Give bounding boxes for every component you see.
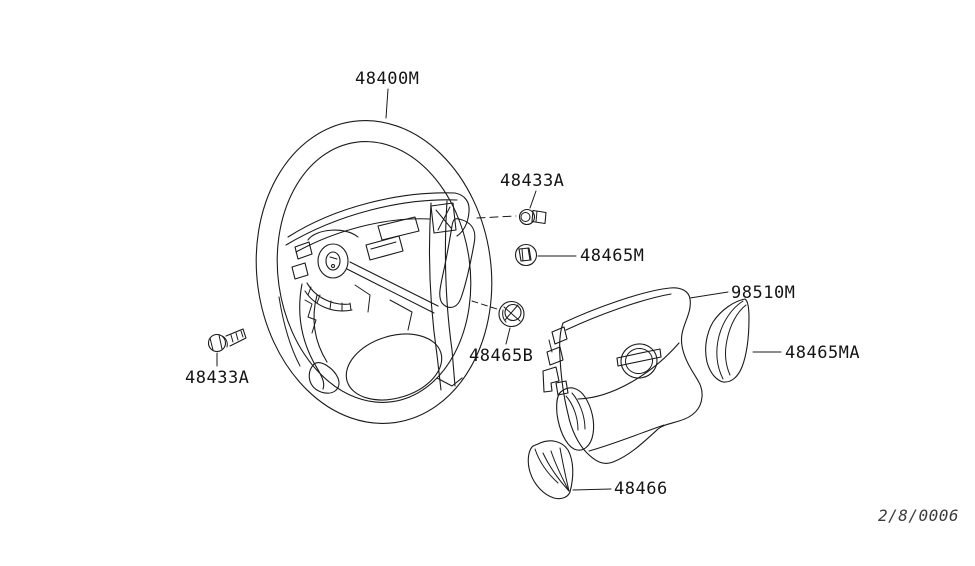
label-bolt-lower: 48433A	[185, 368, 249, 388]
airbag-module-drawing	[542, 287, 703, 464]
side-lid-drawing	[705, 298, 750, 383]
label-nut-lower: 48465B	[469, 346, 533, 366]
label-bottom-lid: 48466	[614, 479, 668, 499]
label-steering-wheel: 48400M	[355, 69, 419, 89]
label-side-lid: 48465MA	[785, 343, 860, 363]
drawing-code: 2/8/0006	[878, 506, 959, 525]
nut-lower-icon	[498, 300, 525, 328]
nissan-logo-icon	[616, 343, 662, 379]
bottom-lid-drawing	[527, 440, 574, 500]
leader-lines	[216, 88, 782, 491]
hex-bolt-lower-icon	[207, 328, 247, 353]
label-nut-upper: 48465M	[580, 246, 644, 266]
steering-wheel-drawing	[255, 120, 493, 424]
label-bolt-upper: 48433A	[500, 171, 564, 191]
label-airbag-module: 98510M	[731, 283, 795, 303]
hex-bolt-upper-icon	[518, 208, 547, 226]
dashed-leader-lines	[471, 215, 517, 310]
nut-upper-icon	[514, 243, 538, 267]
